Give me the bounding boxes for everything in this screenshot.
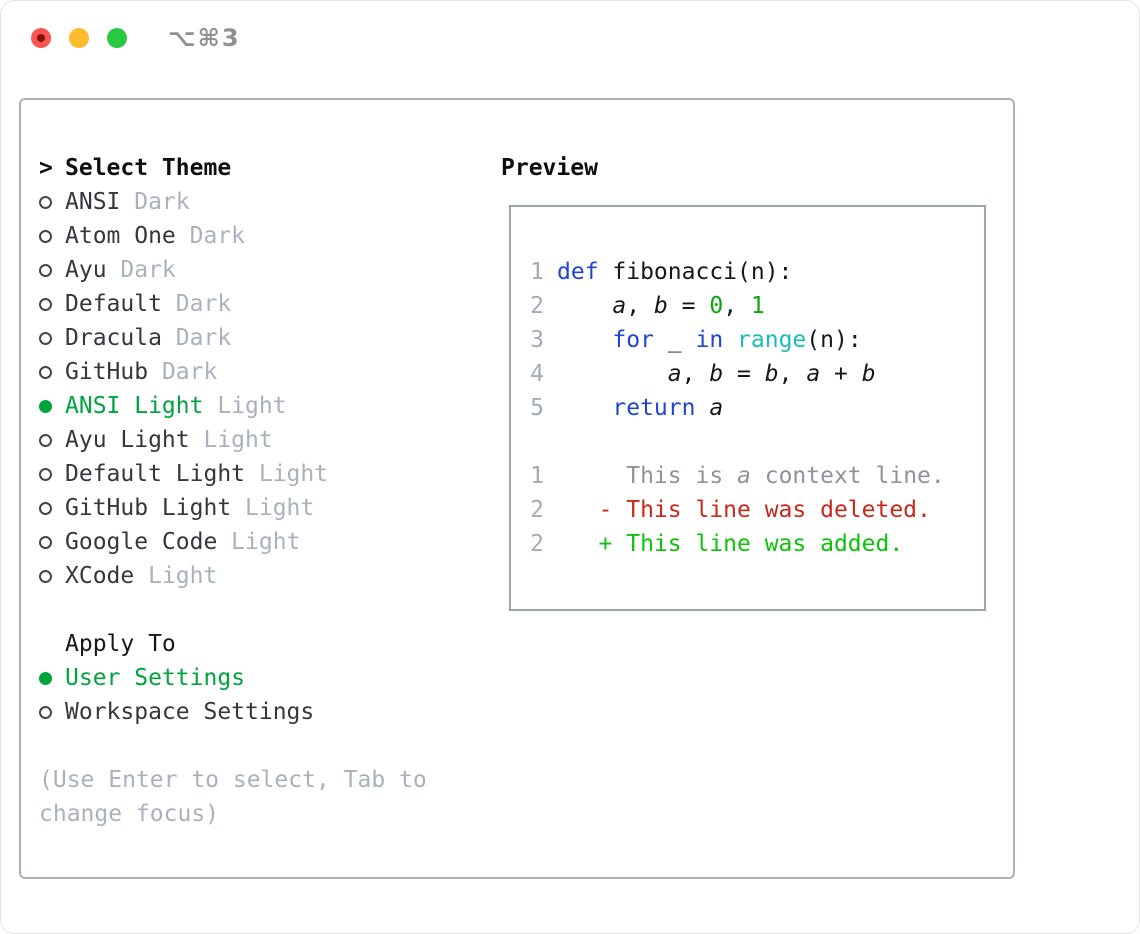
line-number: 3 [530, 327, 544, 353]
code-line: 2 a, b = 0, 1 [529, 289, 984, 323]
apply-option-label: User Settings [65, 665, 246, 691]
theme-variant-label: Dark [161, 291, 232, 317]
theme-option-label: GitHub [65, 359, 149, 385]
radio-unselected-icon [39, 298, 52, 311]
code-line: 1 This is a context line. [529, 459, 984, 493]
line-number: 4 [530, 361, 544, 387]
help-text: (Use Enter to select, Tab to change focu… [39, 767, 427, 827]
radio-unselected-icon [39, 366, 52, 379]
radio-unselected-icon [39, 434, 52, 447]
theme-option[interactable]: Dracula Dark [39, 321, 501, 355]
theme-option[interactable]: XCode Light [39, 559, 501, 593]
theme-option-label: Ayu Light [65, 427, 190, 453]
code-line: 4 a, b = b, a + b [529, 357, 984, 391]
radio-unselected-icon [39, 468, 52, 481]
theme-variant-label: Dark [120, 189, 190, 215]
apply-option-label: Workspace Settings [65, 699, 315, 725]
line-number: 2 [530, 293, 544, 319]
title-bar: ⌥⌘3 [1, 1, 1139, 71]
line-number: 5 [530, 395, 544, 421]
minimize-icon[interactable] [69, 28, 89, 48]
theme-option[interactable]: Default Dark [39, 287, 501, 321]
radio-unselected-icon [39, 264, 52, 277]
radio-selected-icon [39, 672, 52, 685]
theme-variant-label: Light [217, 529, 301, 555]
zoom-icon[interactable] [107, 28, 127, 48]
apply-option[interactable]: Workspace Settings [39, 695, 501, 729]
radio-unselected-icon [39, 536, 52, 549]
code-line: 5 return a [529, 391, 984, 425]
theme-variant-label: Light [134, 563, 218, 589]
theme-option[interactable]: GitHub Dark [39, 355, 501, 389]
theme-option-label: Default Light [65, 461, 246, 487]
theme-option-label: XCode [65, 563, 135, 589]
line-number: 1 [530, 463, 544, 489]
theme-option[interactable]: ANSI Light Light [39, 389, 501, 423]
theme-option[interactable]: Google Code Light [39, 525, 501, 559]
radio-unselected-icon [39, 332, 52, 345]
close-icon[interactable] [31, 28, 51, 48]
apply-to-label: Apply To [65, 631, 176, 657]
radio-selected-icon [39, 400, 52, 413]
theme-variant-label: Dark [148, 359, 218, 385]
theme-option-label: ANSI [65, 189, 121, 215]
line-number: 2 [530, 531, 544, 557]
theme-variant-label: Dark [106, 257, 176, 283]
preview-label: Preview [501, 155, 598, 181]
code-line: 2 + This line was added. [529, 527, 984, 561]
spacer [39, 593, 501, 627]
theme-option-label: Ayu [65, 257, 107, 283]
radio-unselected-icon [39, 230, 52, 243]
theme-option[interactable]: ANSI Dark [39, 185, 501, 219]
theme-option-label: GitHub Light [65, 495, 232, 521]
apply-to-header: Apply To [39, 627, 501, 661]
theme-option-label: ANSI Light [65, 393, 204, 419]
theme-option-label: Default [65, 291, 162, 317]
line-number: 1 [530, 259, 544, 285]
theme-option-label: Dracula [65, 325, 162, 351]
cursor-prompt-icon: > [39, 155, 53, 181]
window-title-shortcut: ⌥⌘3 [168, 24, 241, 52]
select-theme-label: Select Theme [65, 155, 232, 181]
theme-variant-label: Dark [161, 325, 232, 351]
theme-option-label: Atom One [65, 223, 176, 249]
theme-variant-label: Light [189, 427, 273, 453]
theme-option[interactable]: Default Light Light [39, 457, 501, 491]
radio-unselected-icon [39, 570, 52, 583]
theme-option[interactable]: GitHub Light Light [39, 491, 501, 525]
code-line: 3 for _ in range(n): [529, 323, 984, 357]
select-theme-header: > Select Theme [39, 151, 501, 185]
radio-unselected-icon [39, 196, 52, 209]
code-line: 2 - This line was deleted. [529, 493, 984, 527]
line-number: 2 [530, 497, 544, 523]
theme-option[interactable]: Ayu Dark [39, 253, 501, 287]
theme-option-label: Google Code [65, 529, 218, 555]
theme-variant-label: Light [231, 495, 315, 521]
apply-option[interactable]: User Settings [39, 661, 501, 695]
theme-variant-label: Light [245, 461, 329, 487]
theme-option[interactable]: Atom One Dark [39, 219, 501, 253]
radio-unselected-icon [39, 706, 52, 719]
theme-option[interactable]: Ayu Light Light [39, 423, 501, 457]
theme-variant-label: Light [203, 393, 287, 419]
radio-unselected-icon [39, 502, 52, 515]
code-line [529, 425, 984, 459]
theme-variant-label: Dark [175, 223, 246, 249]
